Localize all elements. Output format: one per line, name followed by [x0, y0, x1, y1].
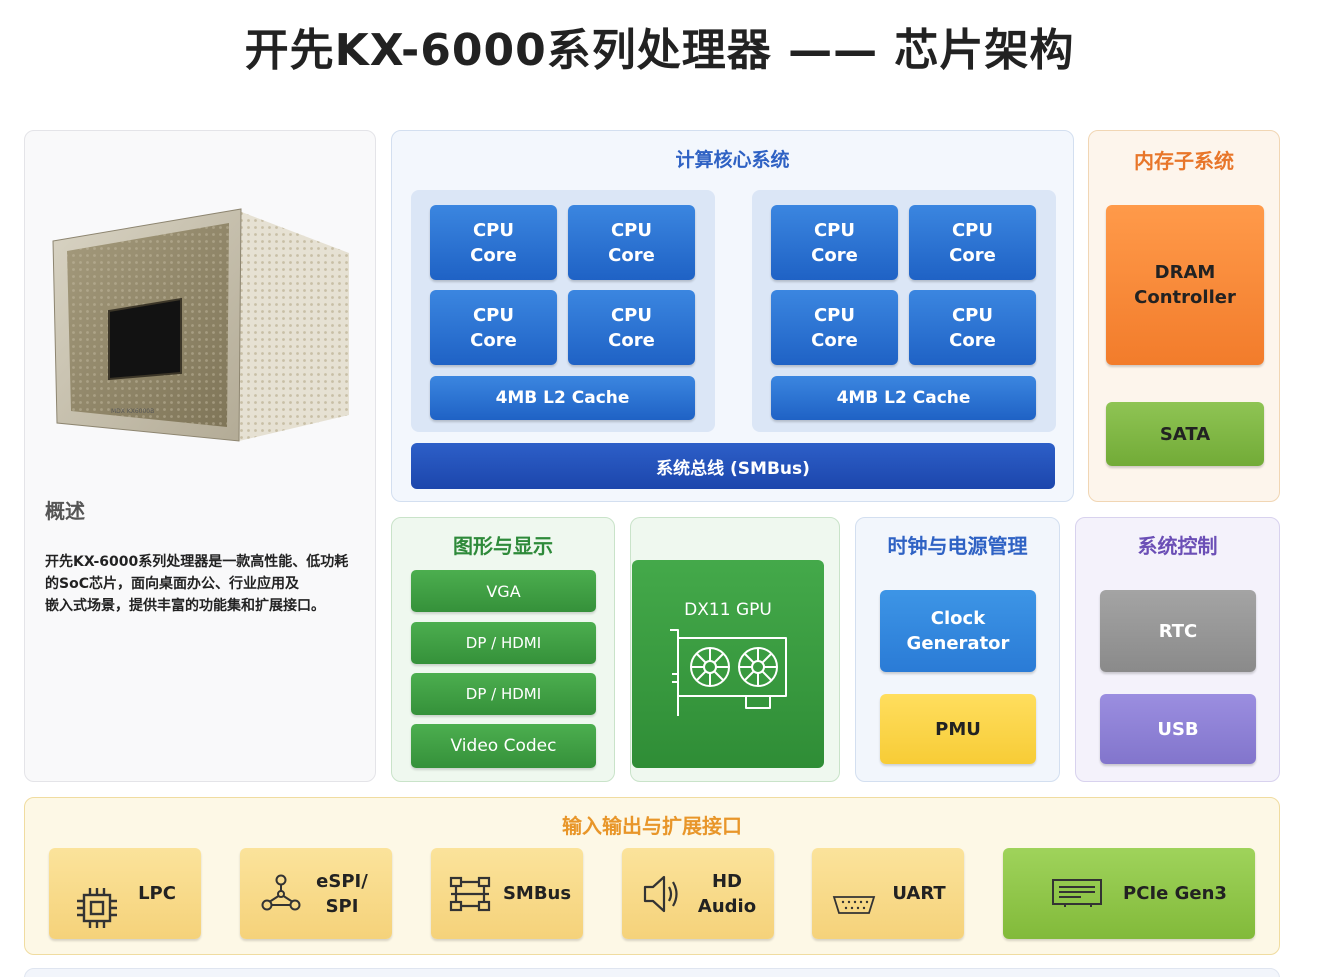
- io-expansion-panel: 输入输出与扩展接口 LPC eSPI/SPI: [24, 797, 1280, 955]
- system-bus: 系统总线 (SMBus): [411, 443, 1055, 489]
- svg-text:MDX KX6000B: MDX KX6000B: [111, 408, 154, 415]
- overview-panel: MDX KX6000B 概述 开先KX-6000系列处理器是一款高性能、低功耗 …: [24, 130, 376, 782]
- dp-hdmi: DP / HDMI: [411, 622, 596, 664]
- graphics-display-panel: 图形与显示 VGA DP / HDMI DP / HDMI Video Code…: [391, 517, 615, 782]
- video-codec: Video Codec: [411, 724, 596, 768]
- smbus-interface: SMBus: [431, 848, 583, 939]
- overview-line: 开先KX-6000系列处理器是一款高性能、低功耗: [45, 554, 349, 570]
- bottom-panel-edge: [24, 968, 1280, 977]
- gpu-block: DX11 GPU: [632, 560, 824, 768]
- gpu-label: DX11 GPU: [684, 600, 772, 620]
- overview-line: 的SoC芯片，面向桌面办公、行业应用及: [45, 576, 299, 592]
- rtc: RTC: [1100, 590, 1256, 672]
- vga: VGA: [411, 570, 596, 612]
- uart-interface: UART: [812, 848, 964, 939]
- lpc-interface: LPC: [49, 848, 201, 939]
- graphics-title: 图形与显示: [453, 534, 553, 558]
- l2-cache: 4MB L2 Cache: [430, 376, 695, 420]
- lpc-label: LPC: [138, 883, 176, 904]
- chip-icon: [77, 888, 117, 928]
- espi-spi-interface: eSPI/SPI: [240, 848, 392, 939]
- overview-description: 开先KX-6000系列处理器是一款高性能、低功耗 的SoC芯片，面向桌面办公、行…: [45, 551, 367, 617]
- gpu-panel: DX11 GPU: [630, 517, 840, 782]
- overview-heading: 概述: [45, 499, 85, 523]
- serial-port-icon: [832, 896, 876, 914]
- pcie-label: PCIe Gen3: [1123, 883, 1227, 904]
- sysctl-title: 系统控制: [1137, 534, 1218, 558]
- pcie-gen3-interface: PCIe Gen3: [1003, 848, 1255, 939]
- memory-title: 内存子系统: [1134, 149, 1234, 173]
- system-control-panel: 系统控制 RTC USB: [1075, 517, 1280, 782]
- uart-label: UART: [892, 883, 946, 904]
- compute-title: 计算核心系统: [675, 149, 790, 171]
- usb: USB: [1100, 694, 1256, 764]
- espi-label: eSPI/SPI: [316, 870, 368, 917]
- speaker-icon: [643, 875, 678, 913]
- dp-hdmi: DP / HDMI: [411, 673, 596, 715]
- processor-chip-image: MDX KX6000B: [49, 203, 349, 453]
- l2-cache: 4MB L2 Cache: [771, 376, 1036, 420]
- network-nodes-icon: [261, 874, 301, 911]
- pmu: PMU: [880, 694, 1036, 764]
- overview-line: 嵌入式场景，提供丰富的功能集和扩展接口。: [45, 598, 325, 614]
- clock-title: 时钟与电源管理: [887, 534, 1028, 558]
- graphics-card-icon: [670, 629, 787, 716]
- pcie-card-icon: [1052, 879, 1102, 907]
- smbus-label: SMBus: [502, 883, 572, 904]
- io-title: 输入输出与扩展接口: [562, 814, 742, 838]
- page-title: 开先KX-6000系列处理器 —— 芯片架构: [244, 25, 1075, 76]
- bus-icon: [449, 876, 491, 912]
- sata: SATA: [1106, 402, 1264, 466]
